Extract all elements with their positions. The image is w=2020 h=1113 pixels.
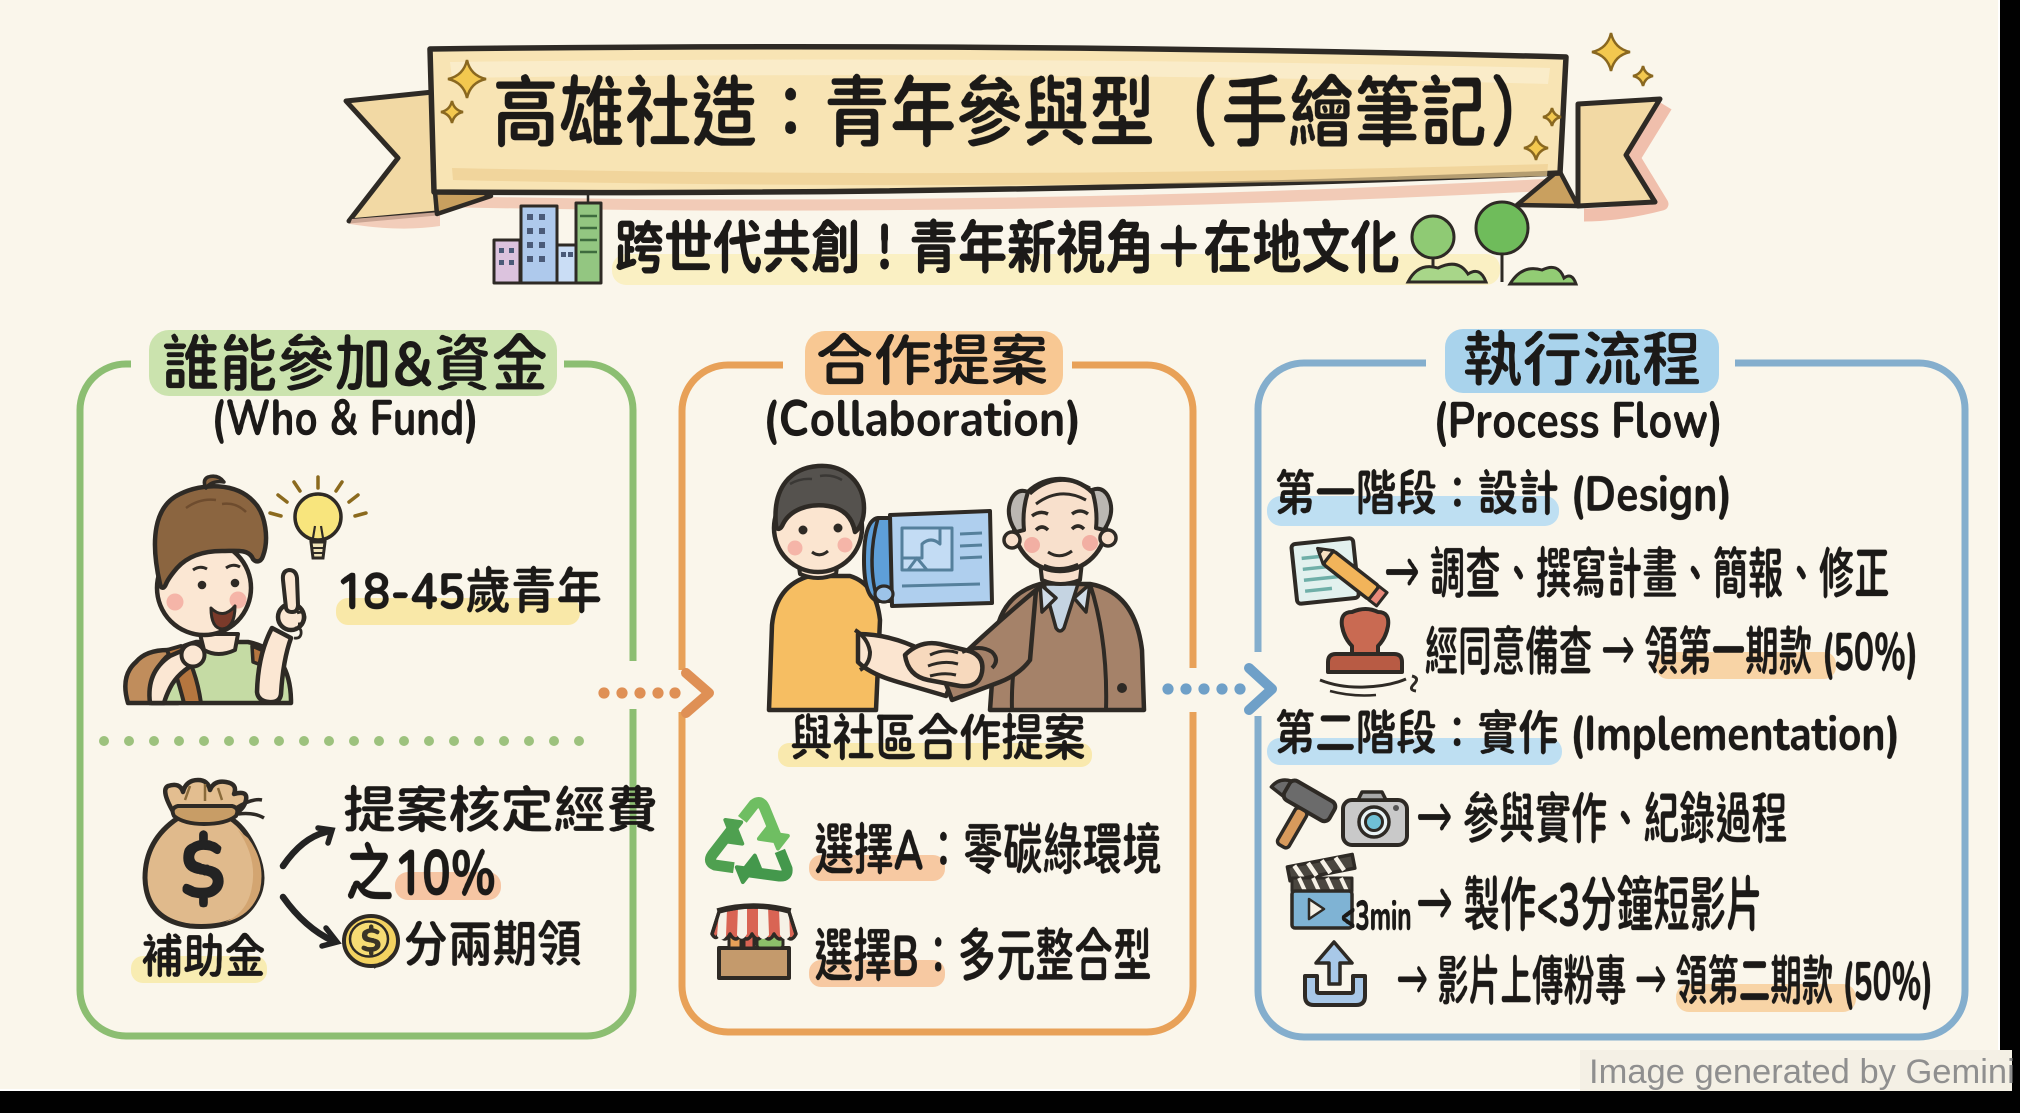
- svg-text:Image generated by Gemini: Image generated by Gemini: [1589, 1053, 2015, 1091]
